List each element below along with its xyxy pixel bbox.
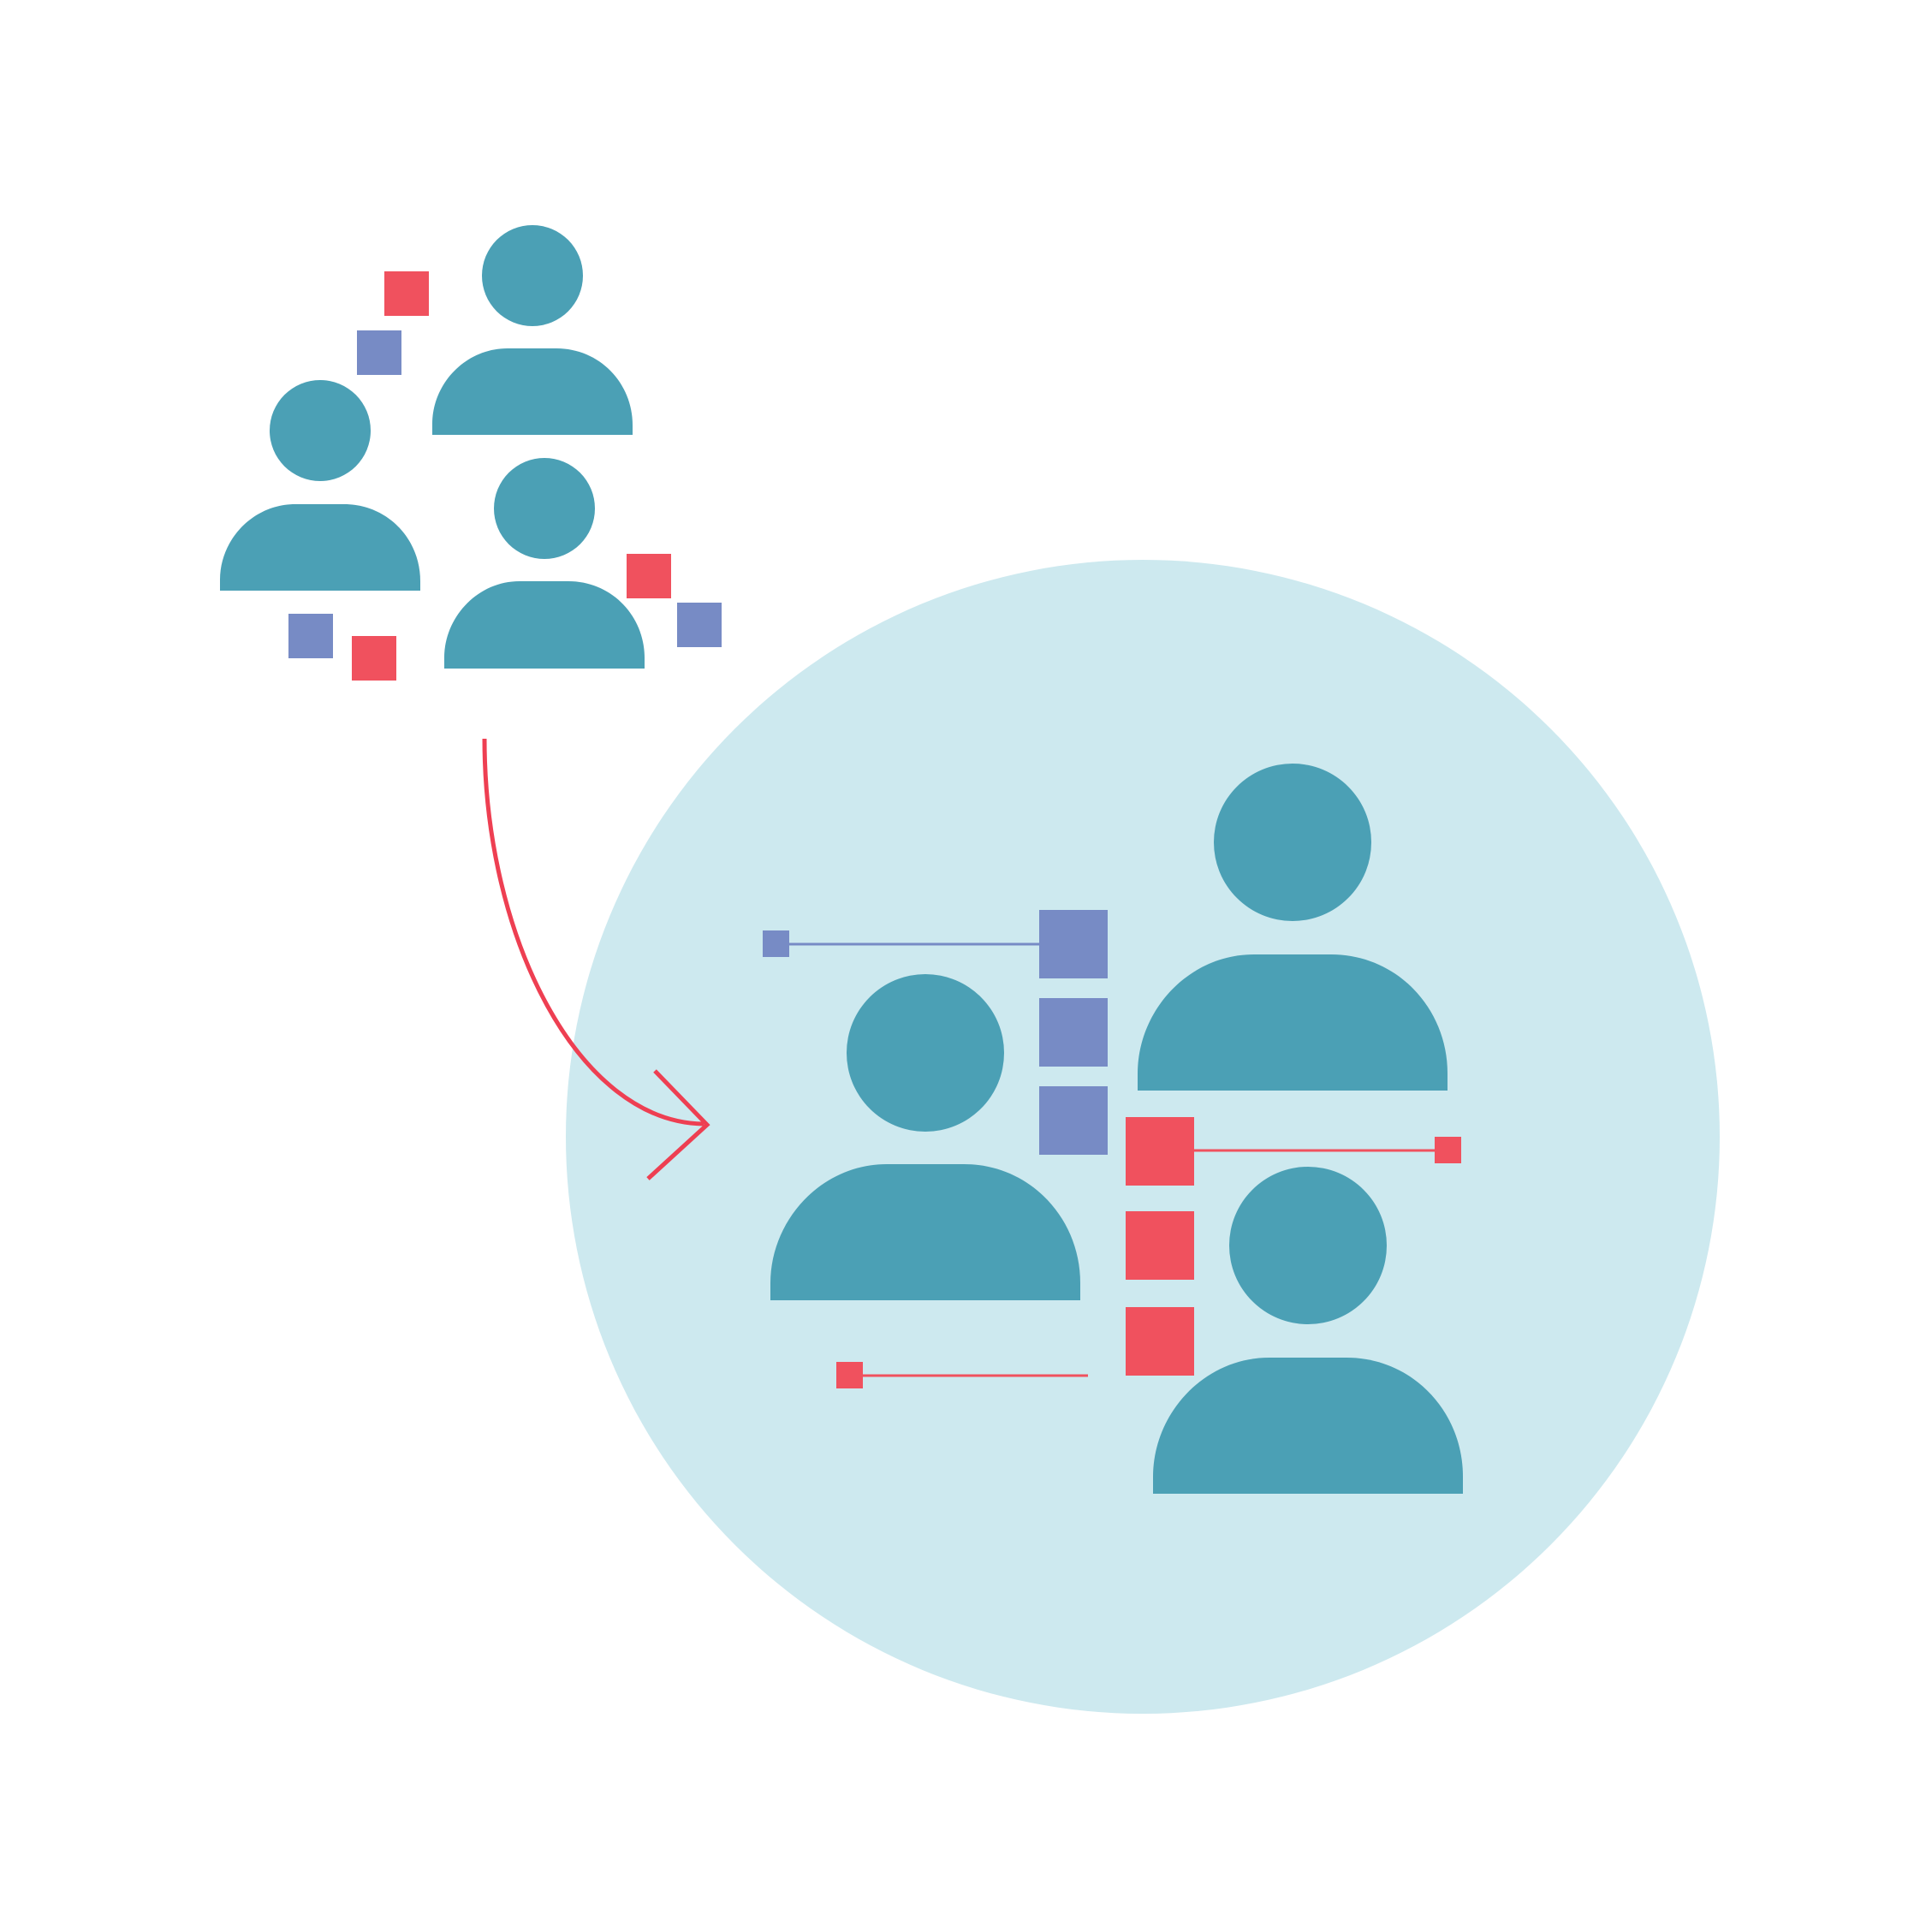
- person-body: [1153, 1358, 1463, 1494]
- person-body: [1138, 954, 1448, 1091]
- square-token: [836, 1362, 863, 1388]
- square-token: [1039, 998, 1108, 1067]
- person-body: [220, 504, 420, 591]
- person-icon: [1138, 764, 1448, 1091]
- square-token: [627, 554, 671, 598]
- person-icon: [1153, 1167, 1463, 1494]
- person-icon: [444, 458, 645, 669]
- person-body: [432, 348, 633, 435]
- person-head: [482, 225, 583, 326]
- person-head: [494, 458, 595, 559]
- scattered-group: [220, 225, 722, 681]
- person-icon: [770, 974, 1080, 1300]
- person-head: [270, 380, 371, 481]
- square-token: [677, 603, 722, 647]
- square-token: [1435, 1137, 1461, 1163]
- person-head: [1229, 1167, 1387, 1324]
- square-token: [384, 271, 429, 316]
- person-head: [1214, 764, 1371, 921]
- square-token: [1039, 910, 1108, 978]
- square-token: [352, 636, 396, 681]
- square-token: [1039, 1086, 1108, 1155]
- person-icon: [432, 225, 633, 435]
- person-body: [770, 1164, 1080, 1300]
- square-token: [1126, 1307, 1194, 1376]
- person-body: [444, 581, 645, 669]
- person-head: [847, 974, 1004, 1132]
- person-icon: [220, 380, 420, 591]
- curved-arrow-icon: [482, 738, 710, 1180]
- organized-group: [763, 764, 1463, 1494]
- square-token: [763, 930, 789, 957]
- square-token: [357, 330, 401, 375]
- arrow-shaft: [482, 738, 704, 1127]
- arrow-head: [646, 1069, 710, 1180]
- square-token: [1126, 1117, 1194, 1186]
- square-token: [1126, 1211, 1194, 1280]
- square-token: [288, 614, 333, 658]
